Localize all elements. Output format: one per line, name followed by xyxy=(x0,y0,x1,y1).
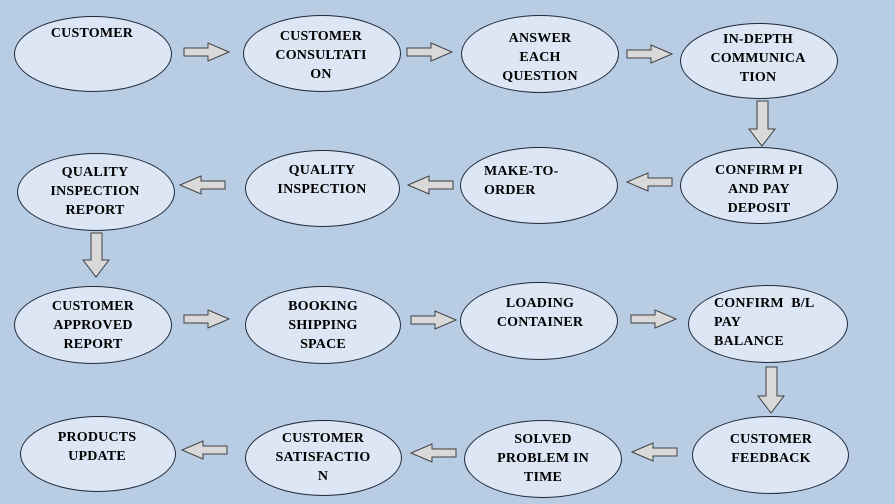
label-customer: CUSTOMER xyxy=(50,26,134,41)
arrow-right xyxy=(183,309,231,329)
node-quality-inspection-report xyxy=(17,153,175,231)
label-in-depth-communication: IN-DEPTH COMMUNICA TION xyxy=(710,32,806,85)
node-customer xyxy=(14,16,172,92)
label-quality-inspection: QUALITY INSPECTION xyxy=(277,163,367,197)
node-make-to-order xyxy=(460,147,618,224)
arrow-left xyxy=(630,442,678,462)
arrow-down xyxy=(747,100,777,147)
node-answer-each-question xyxy=(461,15,619,93)
label-customer-feedback: CUSTOMER FEEDBACK xyxy=(729,432,813,466)
arrow-left xyxy=(406,175,454,195)
label-make-to-order: MAKE-TO- ORDER xyxy=(484,164,559,198)
arrow-left xyxy=(625,172,673,192)
label-customer-approved-report: CUSTOMER APPROVED REPORT xyxy=(51,299,135,352)
node-customer-consultation xyxy=(243,15,401,92)
arrow-right xyxy=(410,310,458,330)
label-answer-each-question: ANSWER EACH QUESTION xyxy=(502,31,578,84)
arrow-right xyxy=(630,309,678,329)
node-customer-approved-report xyxy=(14,286,172,364)
label-confirm-pi-pay-deposit: CONFIRM PI AND PAY DEPOSIT xyxy=(715,163,803,216)
node-solved-problem-in-time xyxy=(464,420,622,498)
node-customer-feedback xyxy=(692,416,849,494)
node-confirm-bl-pay-balance xyxy=(688,285,848,363)
arrow-right xyxy=(183,42,231,62)
arrow-right xyxy=(406,42,454,62)
node-products-update xyxy=(20,416,176,492)
label-customer-satisfaction: CUSTOMER SATISFACTIO N xyxy=(275,431,371,484)
node-booking-shipping-space xyxy=(245,286,401,364)
arrow-left xyxy=(178,175,226,195)
arrow-right xyxy=(626,44,674,64)
label-booking-shipping-space: BOOKING SHIPPING SPACE xyxy=(288,299,358,352)
node-quality-inspection xyxy=(245,150,400,227)
node-customer-satisfaction xyxy=(245,420,402,496)
label-products-update: PRODUCTS UPDATE xyxy=(57,430,137,464)
label-customer-consultation: CUSTOMER CONSULTATI ON xyxy=(275,29,367,82)
arrow-left xyxy=(409,443,457,463)
label-quality-inspection-report: QUALITY INSPECTION REPORT xyxy=(50,165,140,218)
node-confirm-pi-pay-deposit xyxy=(680,147,838,224)
label-loading-container: LOADING CONTAINER xyxy=(496,296,584,330)
arrow-left xyxy=(180,440,228,460)
label-solved-problem-in-time: SOLVED PROBLEM IN TIME xyxy=(497,432,589,485)
arrow-down xyxy=(81,232,111,278)
arrow-down xyxy=(756,366,786,414)
node-in-depth-communication xyxy=(680,23,838,99)
node-loading-container xyxy=(460,282,618,360)
label-confirm-bl-pay-balance: CONFIRM B/L PAY BALANCE xyxy=(714,296,815,349)
